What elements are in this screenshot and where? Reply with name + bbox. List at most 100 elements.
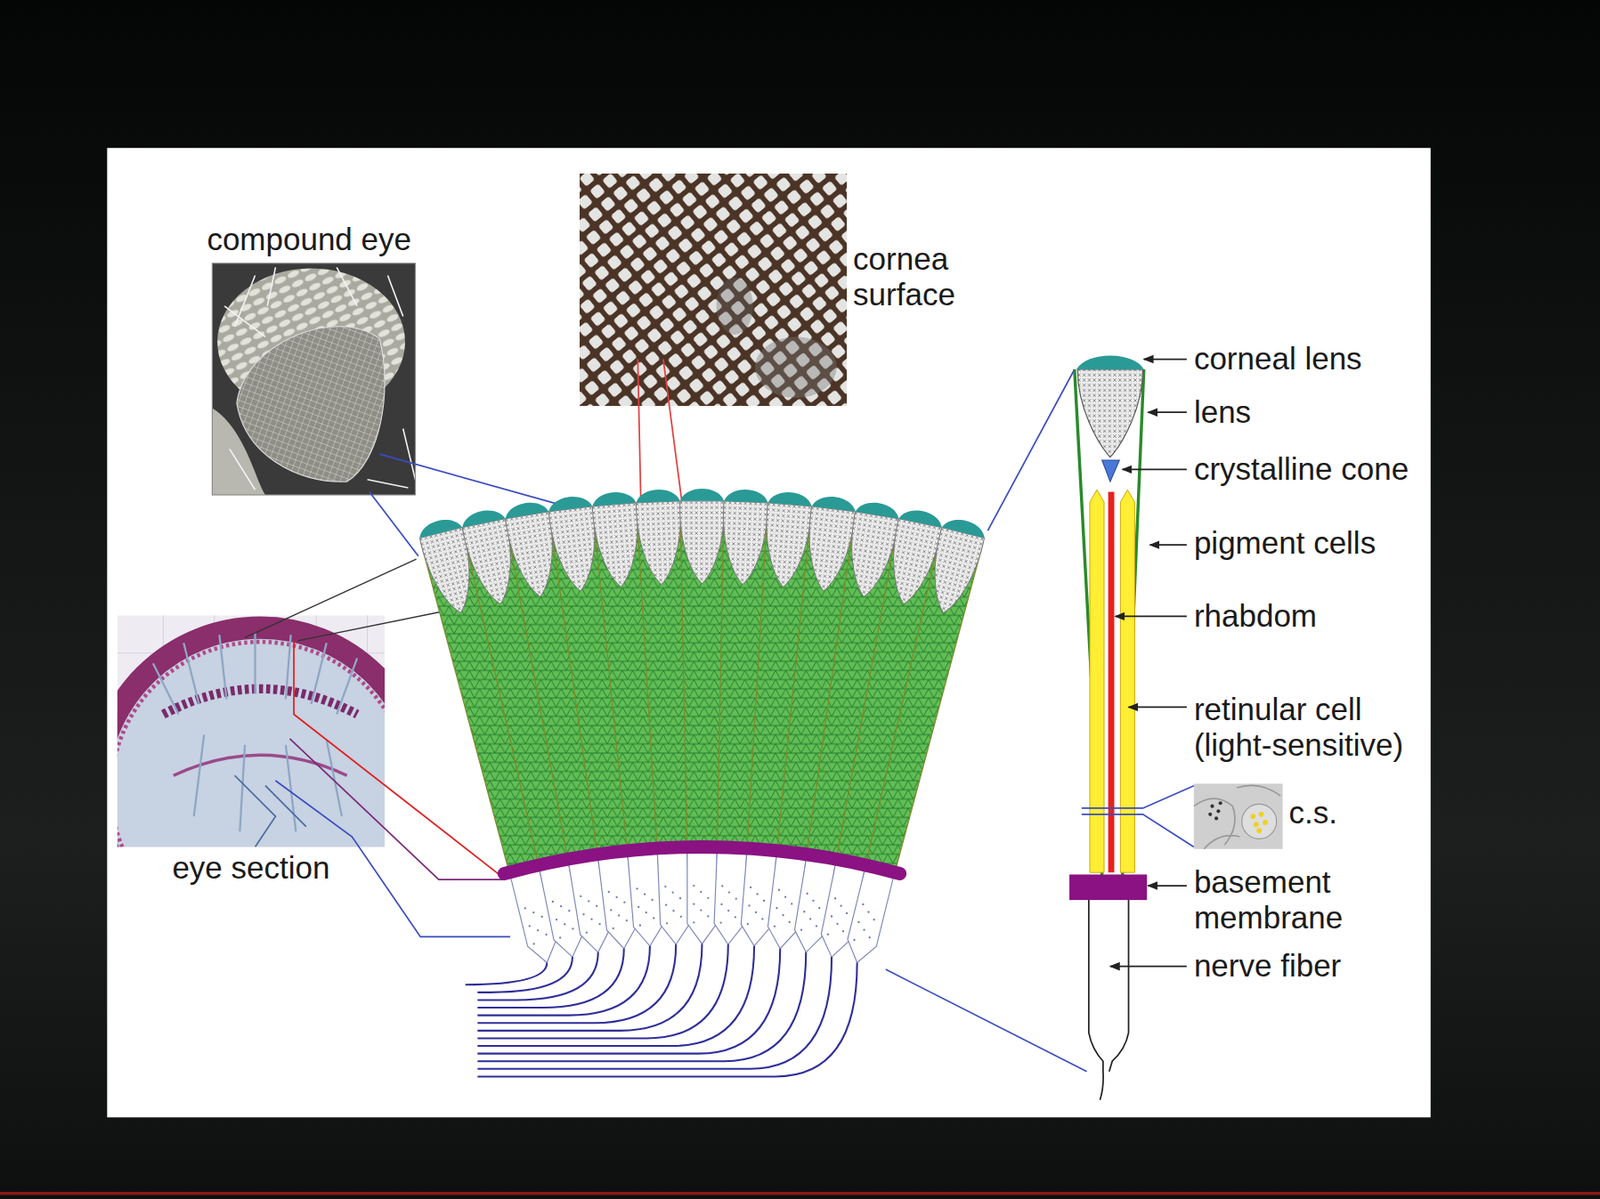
illustration-part — [625, 919, 629, 923]
part-label: retinular cell (light-sensitive) — [1193, 691, 1417, 764]
illustration-part — [1147, 885, 1187, 887]
nerve-fiber-line — [477, 952, 806, 1062]
illustration-part — [680, 501, 725, 585]
illustration-part — [1150, 544, 1187, 546]
illustration-part — [665, 922, 668, 925]
illustration-part — [652, 917, 655, 919]
illustration-part — [842, 511, 900, 602]
ommatidium-divider — [680, 504, 688, 848]
ommatidium-detail — [1069, 356, 1194, 1101]
part-label: c.s. — [1289, 795, 1338, 831]
illustration-part — [687, 846, 717, 944]
nerve-fiber-line — [477, 963, 857, 1078]
illustration-part — [699, 909, 702, 911]
illustration-part — [1077, 369, 1143, 458]
illustration-part — [734, 916, 737, 918]
illustration-part — [460, 506, 506, 528]
illustration-part — [680, 488, 724, 502]
illustration-part — [236, 326, 385, 482]
illustration-part — [590, 917, 593, 921]
illustration-part — [763, 900, 765, 902]
illustration-part — [598, 923, 602, 926]
illustration-part — [692, 921, 695, 924]
illustration-part — [761, 503, 813, 590]
illustration-part — [942, 515, 988, 538]
nerve-fiber-line — [477, 943, 702, 1031]
illustration-part — [657, 847, 691, 946]
illustration-part — [834, 897, 837, 901]
illustration-part — [1250, 813, 1256, 820]
illustration-part — [861, 903, 865, 907]
illustration-part — [706, 897, 709, 900]
eye-section-photo — [117, 615, 385, 847]
illustration-part — [809, 917, 813, 921]
cornea-surface-photo — [579, 173, 847, 407]
illustration-part — [1262, 820, 1268, 826]
illustration-part — [735, 898, 738, 901]
nerve-fiber-line — [477, 946, 650, 1016]
illustration-part — [867, 910, 870, 914]
illustration-part — [1256, 828, 1262, 834]
illustration-part — [721, 885, 723, 887]
nerve-fiber-line — [465, 963, 548, 986]
facet-lens — [680, 488, 725, 585]
illustration-part — [1110, 966, 1187, 968]
illustration-part — [547, 494, 593, 512]
illustration-part — [720, 501, 768, 586]
illustration-part — [818, 907, 821, 910]
illustration-part — [560, 905, 563, 909]
illustration-part — [812, 900, 815, 903]
illustration-part — [805, 893, 809, 896]
receptor-cell — [657, 847, 691, 946]
facet-lens — [761, 490, 813, 589]
illustration-part — [585, 931, 589, 935]
illustration-part — [727, 909, 730, 912]
illustration-part — [643, 893, 646, 895]
illustration-part — [1081, 786, 1194, 848]
facet-lens — [921, 515, 988, 618]
illustration-part — [1144, 358, 1187, 361]
facet-lens — [842, 499, 902, 601]
illustration-part — [713, 847, 748, 946]
illustration-part — [552, 901, 555, 904]
illustration-part — [592, 503, 643, 590]
illustration-part — [755, 336, 837, 398]
illustration-part — [1076, 356, 1145, 370]
illustration-part — [699, 891, 702, 894]
illustration-part — [591, 490, 636, 507]
illustration-part — [617, 914, 621, 918]
illustration-part — [635, 501, 683, 586]
receptor-cell — [713, 847, 748, 946]
illustration-part — [1208, 812, 1212, 817]
label-arrows — [1110, 359, 1187, 967]
illustration-part — [532, 942, 536, 946]
nerve-fiber-line — [477, 949, 624, 1008]
illustration-part — [898, 506, 944, 528]
illustration-part — [720, 903, 723, 906]
illustration-part — [781, 914, 785, 918]
illustration-part — [532, 911, 536, 915]
part-label: rhabdom — [1193, 598, 1317, 634]
illustration-part — [645, 911, 648, 914]
illustration-part — [862, 928, 866, 932]
illustration-part — [1242, 804, 1277, 839]
nerve-fiber-line — [477, 957, 573, 993]
illustration-part — [611, 927, 615, 931]
part-label: lens — [1193, 394, 1251, 431]
illustration-part — [559, 936, 562, 940]
illustration-part — [749, 886, 752, 889]
part-label: compound eye — [206, 221, 412, 258]
illustration-part — [1216, 809, 1220, 813]
illustration-part — [723, 488, 769, 504]
illustration-part — [671, 891, 674, 894]
nerve-fiber-line — [477, 957, 832, 1070]
illustration-part — [579, 894, 583, 898]
illustration-part — [801, 506, 855, 594]
nerve-fiber-line — [477, 946, 755, 1047]
illustration-part — [830, 915, 834, 918]
illustration-part — [536, 929, 540, 933]
illustration-part — [852, 939, 856, 943]
photo-frame — [211, 263, 415, 496]
illustration-part — [1102, 460, 1120, 482]
illustration-part — [211, 263, 415, 496]
